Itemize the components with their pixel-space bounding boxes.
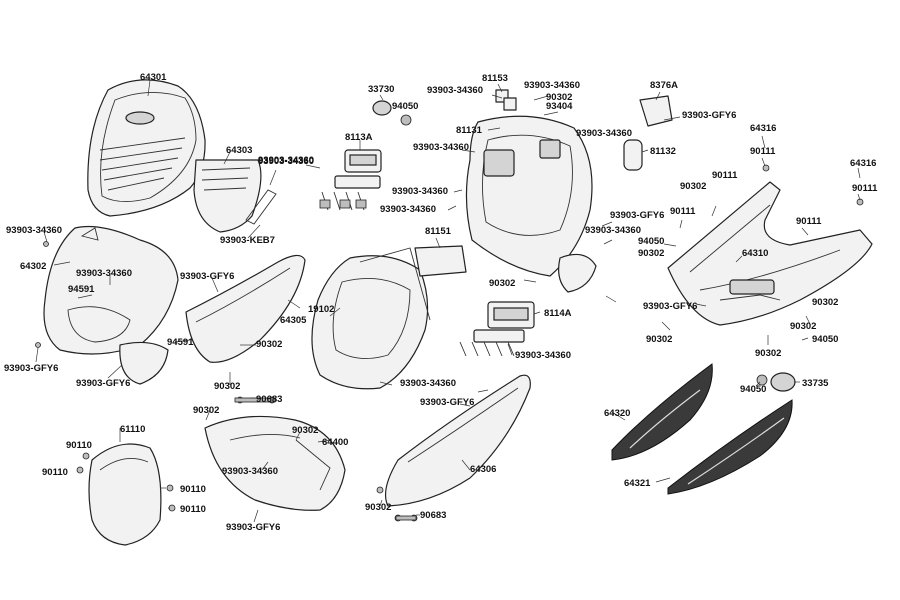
label-81151: 81151 [425, 226, 452, 237]
part-61110-front-fender [88, 443, 162, 546]
label-90683: 90683 [256, 394, 282, 405]
label-93903-34360: 93903-34360 [524, 80, 580, 91]
label-93404: 93404 [546, 101, 573, 112]
label-64316: 64316 [750, 123, 776, 134]
label-64310: 64310 [742, 248, 768, 259]
part-64310-step-board [667, 181, 873, 326]
label-90302: 90302 [292, 425, 318, 436]
label-93903-gfy6: 93903-GFY6 [420, 397, 474, 408]
label-8113a: 8113A [345, 132, 373, 143]
part-64303-inner-panel [193, 159, 277, 233]
label-93903-34360: 93903-34360 [427, 85, 483, 96]
label-90302: 90302 [790, 321, 816, 332]
label-90111: 90111 [712, 170, 738, 181]
label-90110: 90110 [180, 504, 206, 515]
part-64321-side-skirt [667, 399, 793, 495]
part-81151-label-plate [414, 245, 467, 277]
label-81153: 81153 [482, 73, 508, 84]
part-81132-grommet [623, 139, 643, 171]
label-64306: 64306 [470, 464, 496, 475]
part-64305-side-panel [185, 254, 306, 363]
label-93903-34360: 93903-34360 [380, 204, 436, 215]
part-8114a-connector [459, 301, 535, 357]
part-64320-side-skirt [611, 363, 713, 461]
label-90111: 90111 [750, 146, 776, 157]
label-33735: 33735 [802, 378, 829, 389]
part-64400-lower-panel [204, 415, 346, 511]
label-93903-34360: 93903-34360 [6, 225, 62, 236]
label-61110: 61110 [120, 424, 145, 435]
label-90110: 90110 [66, 440, 92, 451]
label-90302: 90302 [193, 405, 219, 416]
label-93903-gfy6: 93903-GFY6 [226, 522, 280, 533]
label-90111: 90111 [670, 206, 696, 217]
leader-lines [35, 79, 861, 523]
label-94591: 94591 [68, 284, 95, 295]
hardware-fasteners [35, 164, 864, 522]
label-93903-34360: 93903-34360 [413, 142, 469, 153]
part-33730-reflector [372, 100, 412, 126]
label-93903-34360: 93903-34360 [400, 378, 456, 389]
label-64305: 64305 [280, 315, 307, 326]
label-93903-34360: 93903-34360 [222, 466, 278, 477]
part-19102-storage-box [311, 247, 431, 390]
label-90302: 90302 [680, 181, 706, 192]
label-90302: 90302 [546, 92, 572, 103]
label-93903-gfy6: 93903-GFY6 [180, 271, 234, 282]
label-90111: 90111 [852, 183, 878, 194]
part-81153-bracket [495, 89, 517, 111]
label-64400: 64400 [322, 437, 348, 448]
label-93903-34360: 93903-34360 [585, 225, 641, 236]
label-64316: 64316 [850, 158, 876, 169]
label-94591: 94591 [167, 337, 194, 348]
label-64321: 64321 [624, 478, 651, 489]
label-94050: 94050 [392, 101, 418, 112]
part-8376a-cover [639, 95, 673, 127]
part-81131-leg-shield [465, 115, 597, 293]
label-94050: 94050 [638, 236, 664, 247]
label-33730: 33730 [368, 84, 394, 95]
label-90302: 90302 [638, 248, 664, 259]
label-93903-34360: 93903-34360 [392, 186, 448, 197]
label-93903-gfy6: 93903-GFY6 [643, 301, 697, 312]
label-64320: 64320 [604, 408, 630, 419]
label-64303: 64303 [226, 145, 252, 156]
label-90302: 90302 [812, 297, 838, 308]
label-93903-34360: 93903-34360 [515, 350, 571, 361]
label-93903-gfy6: 93903-GFY6 [4, 363, 58, 374]
part-64302-front-panel [43, 225, 179, 385]
label-8114a: 8114A [544, 308, 572, 319]
label-93903-34360: 93903-34360 [258, 155, 314, 166]
part-8113a-connector [319, 149, 382, 211]
label-81131: 81131 [456, 125, 483, 136]
label-64302: 64302 [20, 261, 46, 272]
part-64306-lower-cover [385, 374, 531, 507]
label-93903-34360: 93903-34360 [576, 128, 632, 139]
label-64301: 64301 [140, 72, 167, 83]
label-93903-gfy6: 93903-GFY6 [76, 378, 130, 389]
label-93903-34360: 93903-34360 [258, 156, 314, 167]
label-90110: 90110 [180, 484, 206, 495]
label-90683: 90683 [420, 510, 446, 521]
label-90302: 90302 [489, 278, 515, 289]
label-90302: 90302 [214, 381, 240, 392]
label-93903-34360: 93903-34360 [76, 268, 132, 279]
label-94050: 94050 [812, 334, 838, 345]
part-labels: 64301 64303 93903-34360 93903-KEB7 93903… [4, 72, 878, 533]
label-90111: 90111 [796, 216, 822, 227]
label-90302: 90302 [365, 502, 391, 513]
label-90302: 90302 [755, 348, 781, 359]
label-90302: 90302 [256, 339, 282, 350]
label-90302: 90302 [646, 334, 672, 345]
label-81132: 81132 [650, 146, 676, 157]
label-93903-gfy6: 93903-GFY6 [682, 110, 736, 121]
label-90110: 90110 [42, 467, 68, 478]
label-19102: 19102 [308, 304, 334, 315]
label-93903-keb7: 93903-KEB7 [220, 235, 275, 246]
label-93903-gfy6: 93903-GFY6 [610, 210, 664, 221]
part-64301-front-cover [87, 79, 206, 217]
label-94050: 94050 [740, 384, 766, 395]
label-8376a: 8376A [650, 80, 678, 91]
